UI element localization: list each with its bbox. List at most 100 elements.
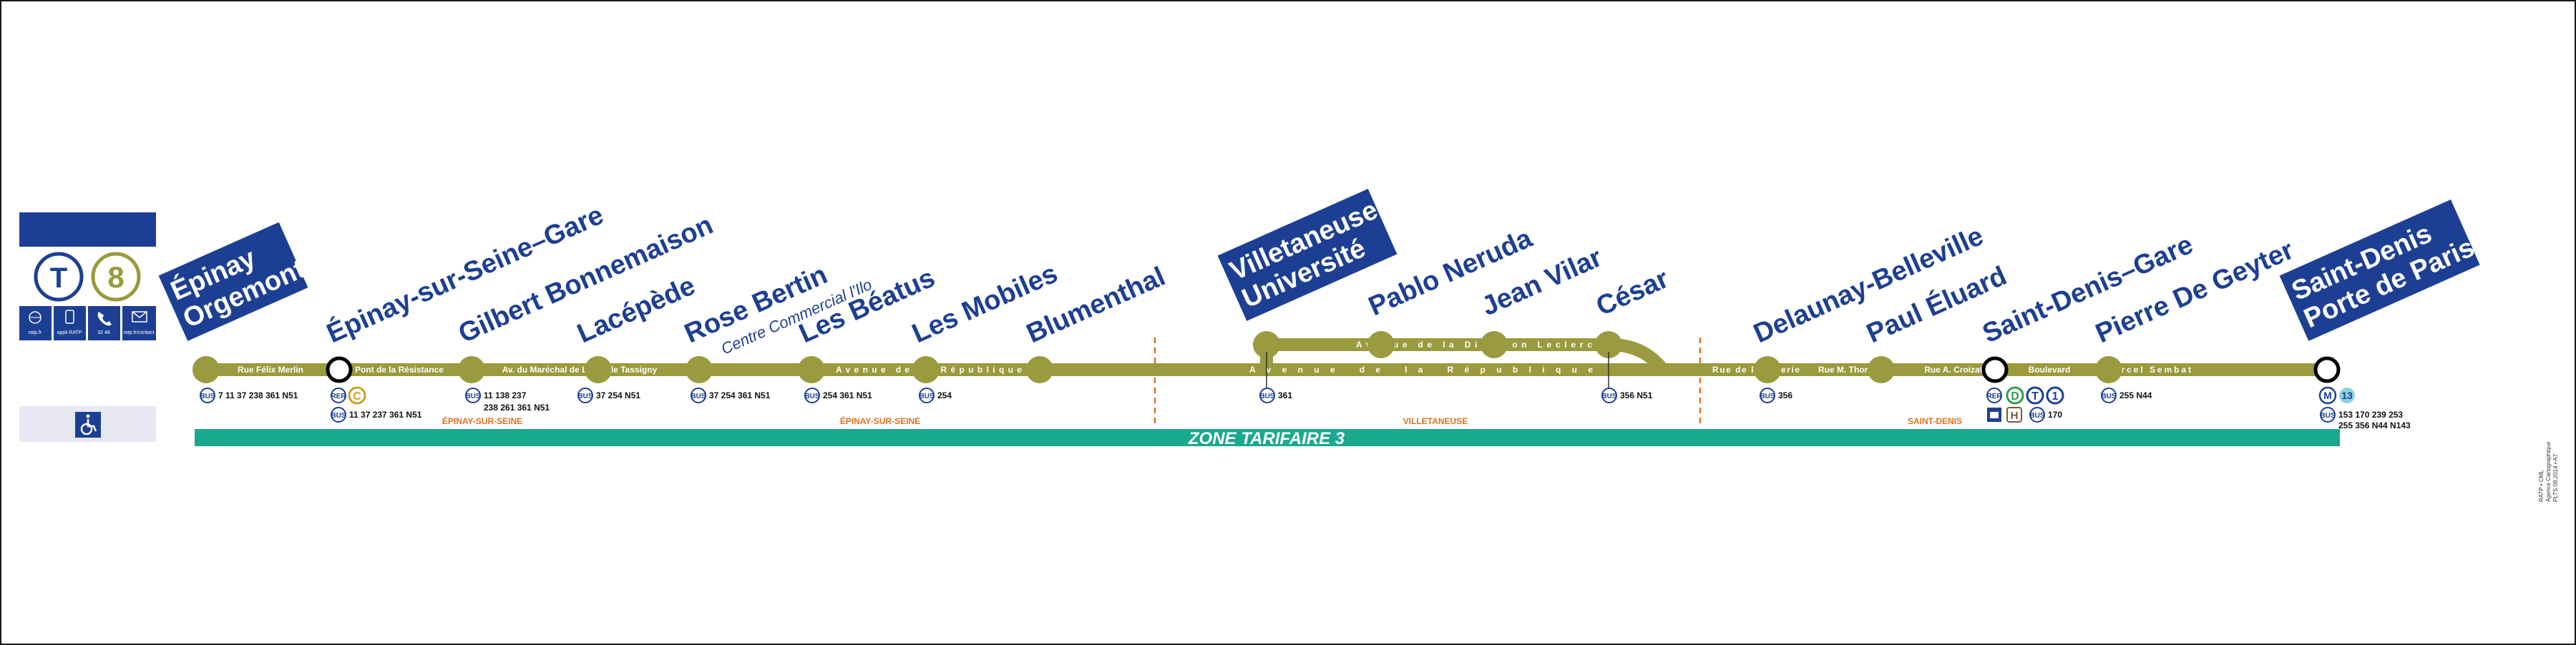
bus-icon-label: BUS	[919, 393, 934, 400]
tram-mode-icon	[34, 252, 84, 302]
station-dot-epinay-orgemont[interactable]	[192, 356, 220, 383]
credit-line1: RATP • CML	[2538, 470, 2545, 502]
commune-boundaries	[1153, 338, 1702, 423]
metro-icon-label: M	[2323, 390, 2332, 401]
bus-lines-line2: 238 261 361 N51	[484, 403, 550, 413]
bus-lines: 37 254 N51	[596, 390, 640, 400]
bus-icon-label: BUS	[1760, 393, 1775, 400]
bus-icon-label: BUS	[200, 393, 215, 400]
bus-icon	[465, 388, 481, 403]
bus-lines: 7 11 37 238 361 N51	[218, 390, 298, 400]
rer-icon-label: RER	[331, 393, 346, 400]
station-label-epinay-orgemont[interactable]: Épinay Orgemont	[158, 220, 312, 341]
station-dot-jean-vilar[interactable]	[1480, 331, 1508, 358]
rer-d-icon	[2006, 386, 2024, 405]
station-label-box	[2279, 199, 2480, 341]
bus-lines: 37 254 361 N51	[709, 390, 771, 400]
line-number: 8	[107, 260, 124, 294]
tram-1-icon	[2046, 386, 2064, 405]
zone-label: ZONE TARIFAIRE 3	[1188, 429, 1345, 448]
transilien-h-icon	[2006, 407, 2022, 423]
tram-icon-letter: T	[2031, 390, 2039, 403]
credit-line3: PLTS 08.2014 • A7	[2552, 453, 2559, 502]
bus-icon-label: BUS	[804, 393, 819, 400]
credit-line2: Agence Cartographique	[2545, 441, 2552, 502]
station-dot-gilbert-bonnemaison[interactable]	[458, 356, 485, 383]
bus-lines-line1: 153 170 239 253	[2338, 410, 2403, 420]
mail-icon	[132, 311, 147, 322]
station-dot-paul-eluard[interactable]	[1868, 356, 1895, 383]
bus-icon	[691, 388, 706, 403]
bus-icon	[1760, 388, 1775, 403]
tram-mode-letter: T	[50, 262, 67, 294]
info-label-web: ratp.fr	[29, 330, 42, 335]
bus-lines: 254 361 N51	[823, 390, 872, 400]
station-dot-blumenthal[interactable]	[1026, 356, 1053, 383]
bus-icon-label: BUS	[1259, 393, 1274, 400]
rer-icon	[331, 388, 346, 403]
mail-icon-flap	[132, 311, 147, 318]
connections: BUS 7 11 37 238 361 N51 RER C BUS 11 37 …	[200, 352, 2411, 430]
bus-icon	[1259, 388, 1275, 403]
legend-top-bar	[19, 212, 156, 247]
bus-icon	[200, 388, 215, 403]
zone-band	[195, 429, 2340, 446]
station-dot-les-beatus[interactable]	[798, 356, 825, 383]
bus-icon	[919, 388, 935, 403]
info-label-mail: ratp.fr/contact	[124, 330, 155, 335]
info-label-phone: 32 46	[97, 330, 110, 335]
bus-lines-line1: 11 138 237	[484, 390, 527, 400]
legend-panel: T 8 ratp.fr appli RATP 32 46 ratp.fr/con…	[19, 212, 156, 442]
stations	[192, 331, 2341, 383]
bus-icon	[2029, 407, 2045, 423]
bus-lines: 255 N44	[2119, 390, 2152, 400]
station-dot-cesar[interactable]	[1595, 331, 1622, 358]
bus-icon	[331, 407, 346, 423]
transilien-h-label: H	[2011, 410, 2019, 422]
train-icon-shape	[1990, 412, 1999, 418]
wheelchair-icon	[80, 414, 97, 435]
bus-lines: 170	[2048, 410, 2062, 420]
phone-app-icon	[65, 310, 74, 324]
bus-lines: 11 37 237 361 N51	[349, 410, 422, 420]
road-label: Rue M. Thorez	[1818, 365, 1877, 375]
station-dot-pierre-de-geyter[interactable]	[2095, 356, 2122, 383]
bus-icon	[2101, 388, 2117, 403]
bus-icon	[577, 388, 593, 403]
metro-13-icon	[2339, 388, 2355, 403]
station-dot-pablo-neruda[interactable]	[1367, 331, 1395, 358]
road-label: Rue Félix Merlin	[238, 365, 303, 375]
bus-lines-line2: 255 356 N44 N143	[2338, 420, 2411, 430]
station-label-cesar[interactable]: César	[1592, 264, 1674, 322]
rer-c-icon	[348, 386, 366, 405]
station-label-box	[1217, 189, 1397, 321]
vertical-credits: RATP • CML Agence Cartographique PLTS 08…	[2538, 441, 2559, 502]
phone-icon	[97, 312, 112, 326]
bus-icon-label: BUS	[577, 393, 592, 400]
station-label-saint-denis-porte-de-paris[interactable]: Saint-Denis Porte de Paris	[2279, 199, 2481, 341]
station-dot-saint-denis-gare[interactable]	[1981, 356, 2009, 383]
commune-label-villetaneuse: VILLETANEUSE	[1403, 416, 1468, 426]
bus-lines: 254	[937, 390, 952, 400]
station-dot-saint-denis-porte-de-paris[interactable]	[2313, 356, 2341, 383]
info-icons-row: ratp.fr appli RATP 32 46 ratp.fr/contact	[19, 306, 156, 340]
commune-label-saint-denis: SAINT-DENIS	[1908, 416, 1962, 426]
station-dot-epinay-gare[interactable]	[326, 356, 353, 383]
bus-icon	[804, 388, 820, 403]
station-dot-les-mobiles[interactable]	[912, 356, 940, 383]
road-label: Boulevard	[2029, 365, 2071, 375]
station-dot-lacepede[interactable]	[585, 356, 612, 383]
bus-lines: 356 N51	[1620, 390, 1653, 400]
bus-lines: 356	[1778, 390, 1792, 400]
station-dot-villetaneuse-universite[interactable]	[1253, 331, 1280, 358]
rer-c-label: C	[353, 390, 361, 403]
station-dot-delaunay-belleville[interactable]	[1754, 356, 1781, 383]
metro-icon	[2318, 386, 2337, 405]
bus-lines: 361	[1278, 390, 1292, 400]
rer-icon	[1986, 388, 2002, 403]
station-label-box	[158, 222, 308, 341]
station-dot-rose-bertin[interactable]	[686, 356, 713, 383]
tram-1-label: 1	[2052, 390, 2059, 403]
